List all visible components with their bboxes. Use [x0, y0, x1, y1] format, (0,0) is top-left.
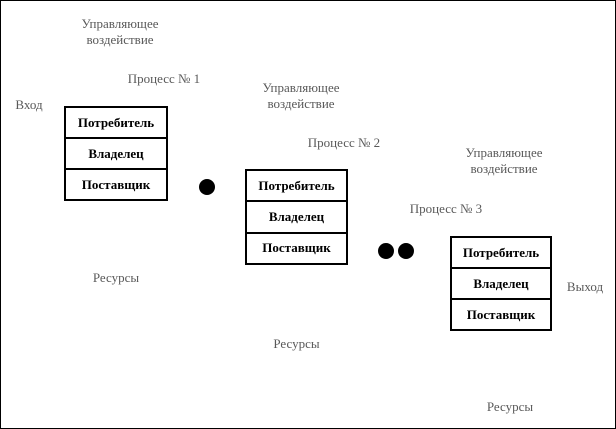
role-cell-owner: Владелец	[64, 137, 168, 170]
process-title-1: Процесс № 1	[127, 71, 201, 86]
role-cell-owner: Владелец	[245, 200, 348, 234]
resources-label-1: Ресурсы	[92, 270, 140, 285]
role-cell-supplier: Поставщик	[245, 231, 348, 265]
control-action-label-1: Управляющее воздействие	[63, 16, 177, 48]
control-action-line1: Управляющее	[465, 145, 543, 160]
role-cell-consumer: Потребитель	[245, 169, 348, 203]
role-cell-supplier: Поставщик	[64, 168, 168, 201]
junction-dot-icon	[398, 243, 414, 259]
process-title-3: Процесс № 3	[409, 201, 483, 216]
process-title-2: Процесс № 2	[307, 135, 381, 150]
control-action-line1: Управляющее	[262, 80, 340, 95]
process-box-3: Потребитель Владелец Поставщик	[450, 236, 552, 331]
resources-label-2: Ресурсы	[273, 336, 320, 351]
role-cell-consumer: Потребитель	[450, 236, 552, 269]
role-cell-consumer: Потребитель	[64, 106, 168, 139]
role-cell-owner: Владелец	[450, 267, 552, 300]
control-action-line2: воздействие	[470, 161, 538, 176]
control-action-line2: воздействие	[267, 96, 335, 111]
process-box-1: Потребитель Владелец Поставщик	[64, 106, 168, 201]
control-action-label-2: Управляющее воздействие	[244, 80, 358, 112]
junction-dot-icon	[378, 243, 394, 259]
process-box-2: Потребитель Владелец Поставщик	[245, 169, 348, 265]
junction-dot-icon	[199, 179, 215, 195]
control-action-label-3: Управляющее воздействие	[447, 145, 561, 177]
control-action-line1: Управляющее	[81, 16, 159, 31]
input-label: Вход	[15, 97, 43, 112]
role-cell-supplier: Поставщик	[450, 298, 552, 331]
resources-label-3: Ресурсы	[486, 399, 534, 414]
control-action-line2: воздействие	[86, 32, 154, 47]
output-label: Выход	[566, 279, 604, 294]
